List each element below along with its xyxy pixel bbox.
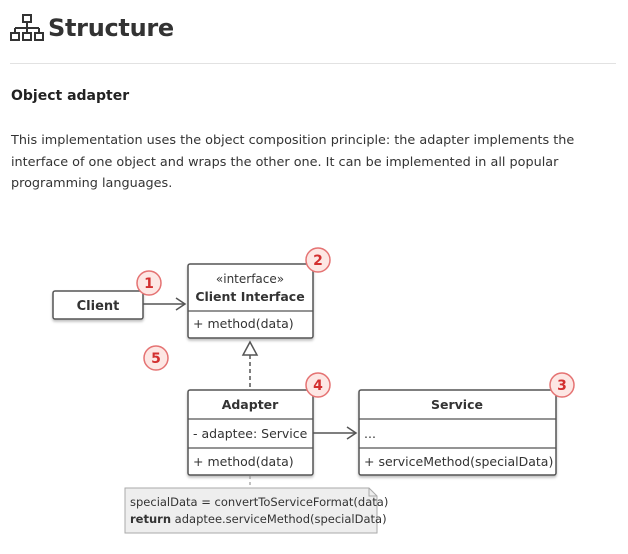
badge-4: 4 bbox=[305, 372, 331, 398]
client-interface-class: «interface» Client Interface + method(da… bbox=[187, 263, 314, 339]
adapter-class: Adapter - adaptee: Service + method(data… bbox=[187, 389, 314, 476]
svg-text:2: 2 bbox=[313, 253, 323, 269]
service-name: Service bbox=[431, 397, 483, 412]
note-line-2: return adaptee.serviceMethod(specialData… bbox=[130, 512, 387, 526]
svg-text:4: 4 bbox=[313, 378, 323, 394]
hierarchy-icon bbox=[10, 14, 44, 41]
page-title: Structure bbox=[48, 14, 174, 42]
service-field: ... bbox=[364, 426, 376, 441]
adapter-realization-arrow bbox=[241, 340, 259, 390]
client-interface-method: + method(data) bbox=[193, 316, 294, 331]
divider bbox=[10, 63, 616, 64]
client-interface-name: Client Interface bbox=[195, 289, 304, 304]
badge-1: 1 bbox=[136, 270, 162, 296]
code-note: specialData = convertToServiceFormat(dat… bbox=[124, 487, 388, 534]
adapter-field: - adaptee: Service bbox=[193, 426, 308, 441]
badge-2: 2 bbox=[305, 247, 331, 273]
service-method: + serviceMethod(specialData) bbox=[364, 454, 553, 469]
page-header: Structure bbox=[10, 10, 174, 46]
client-label: Client bbox=[77, 299, 120, 314]
svg-text:5: 5 bbox=[151, 351, 161, 367]
client-interface-stereotype: «interface» bbox=[216, 272, 284, 286]
adapter-name: Adapter bbox=[222, 397, 279, 412]
badge-5: 5 bbox=[143, 345, 169, 371]
badge-3: 3 bbox=[549, 372, 575, 398]
note-line-1: specialData = convertToServiceFormat(dat… bbox=[130, 495, 388, 509]
svg-text:1: 1 bbox=[144, 276, 154, 292]
section-title: Object adapter bbox=[11, 88, 130, 104]
section-description: This implementation uses the object comp… bbox=[11, 133, 575, 191]
service-class: Service ... + serviceMethod(specialData) bbox=[358, 389, 557, 476]
client-to-interface-arrow bbox=[143, 297, 187, 311]
client-class: Client bbox=[52, 290, 144, 320]
svg-text:3: 3 bbox=[557, 378, 567, 394]
adapter-method: + method(data) bbox=[193, 454, 294, 469]
adapter-to-service-arrow bbox=[313, 426, 358, 440]
